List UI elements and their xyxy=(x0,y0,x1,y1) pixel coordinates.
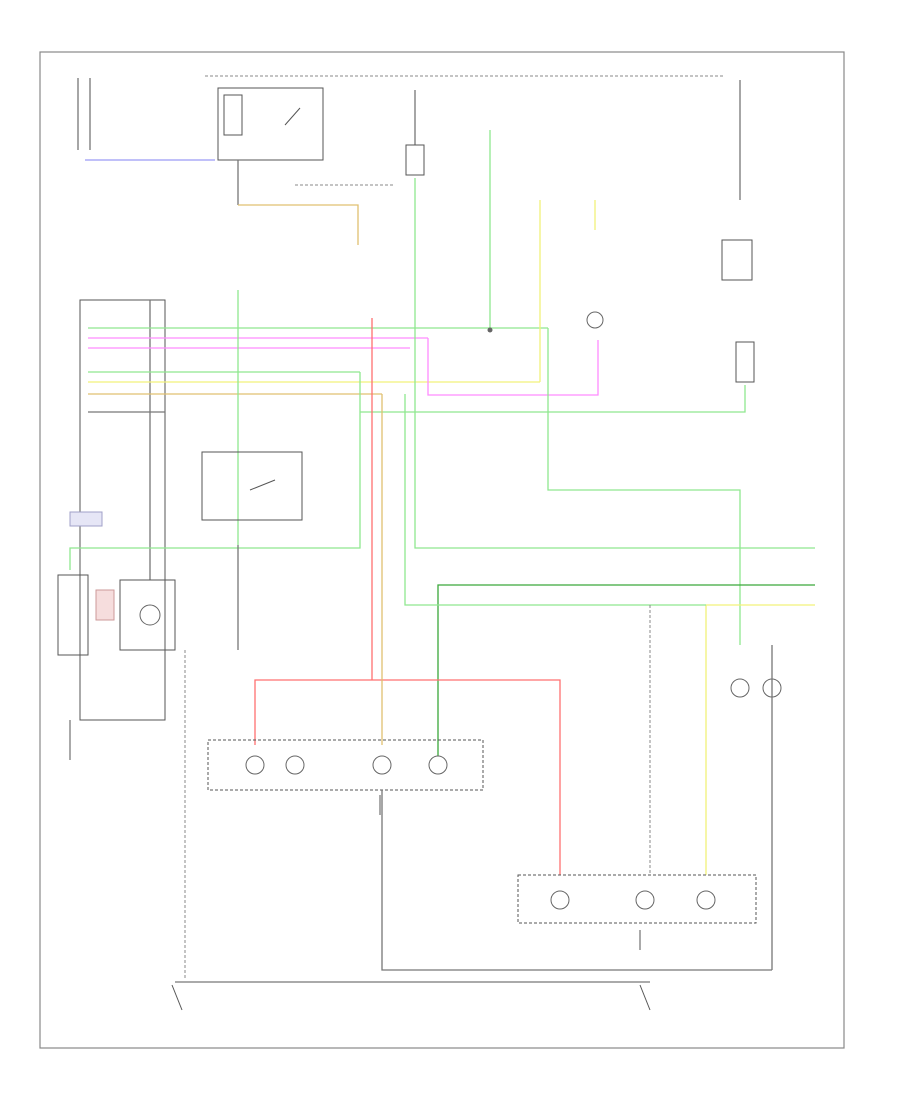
dimmer-warning-label xyxy=(69,511,103,527)
rear-side-bulb xyxy=(550,890,570,910)
rear-lamp-assembly xyxy=(517,874,757,924)
dimmer-control xyxy=(57,511,176,656)
wire-yellow-rear xyxy=(705,604,815,875)
wire-green-main xyxy=(414,178,815,549)
fuse-middle xyxy=(405,90,425,176)
rear-tail-bulb xyxy=(635,890,655,910)
front-plate-bulb xyxy=(428,755,448,775)
tail-light-relay xyxy=(217,87,324,205)
wire-pink-loop xyxy=(427,338,599,396)
wire-green-right xyxy=(547,328,741,645)
wire-green-bottom-right xyxy=(360,385,746,413)
wire-dark-green xyxy=(437,584,815,760)
wire-orange-relay xyxy=(238,204,359,245)
ground-bus-bottom xyxy=(381,790,772,971)
diagram-frame xyxy=(39,51,845,1049)
wire-red-rear xyxy=(254,679,561,875)
ground-symbols xyxy=(69,720,651,1011)
wire-green-left-lower xyxy=(69,372,361,570)
combination-switch xyxy=(201,451,303,650)
front-lamp-assembly xyxy=(207,739,484,791)
front-tail-bulb-2 xyxy=(372,755,392,775)
combination-switch-connector xyxy=(79,299,166,721)
right-upper-switches xyxy=(586,239,755,383)
junction-center xyxy=(487,327,493,333)
front-tail-bulb-1 xyxy=(285,755,305,775)
fuse-panel-left xyxy=(77,78,215,161)
front-side-bulb xyxy=(245,755,265,775)
wire-green-yellow-rear xyxy=(404,394,706,606)
rear-plate-bulb xyxy=(696,890,716,910)
right-side-lamps xyxy=(730,645,782,970)
